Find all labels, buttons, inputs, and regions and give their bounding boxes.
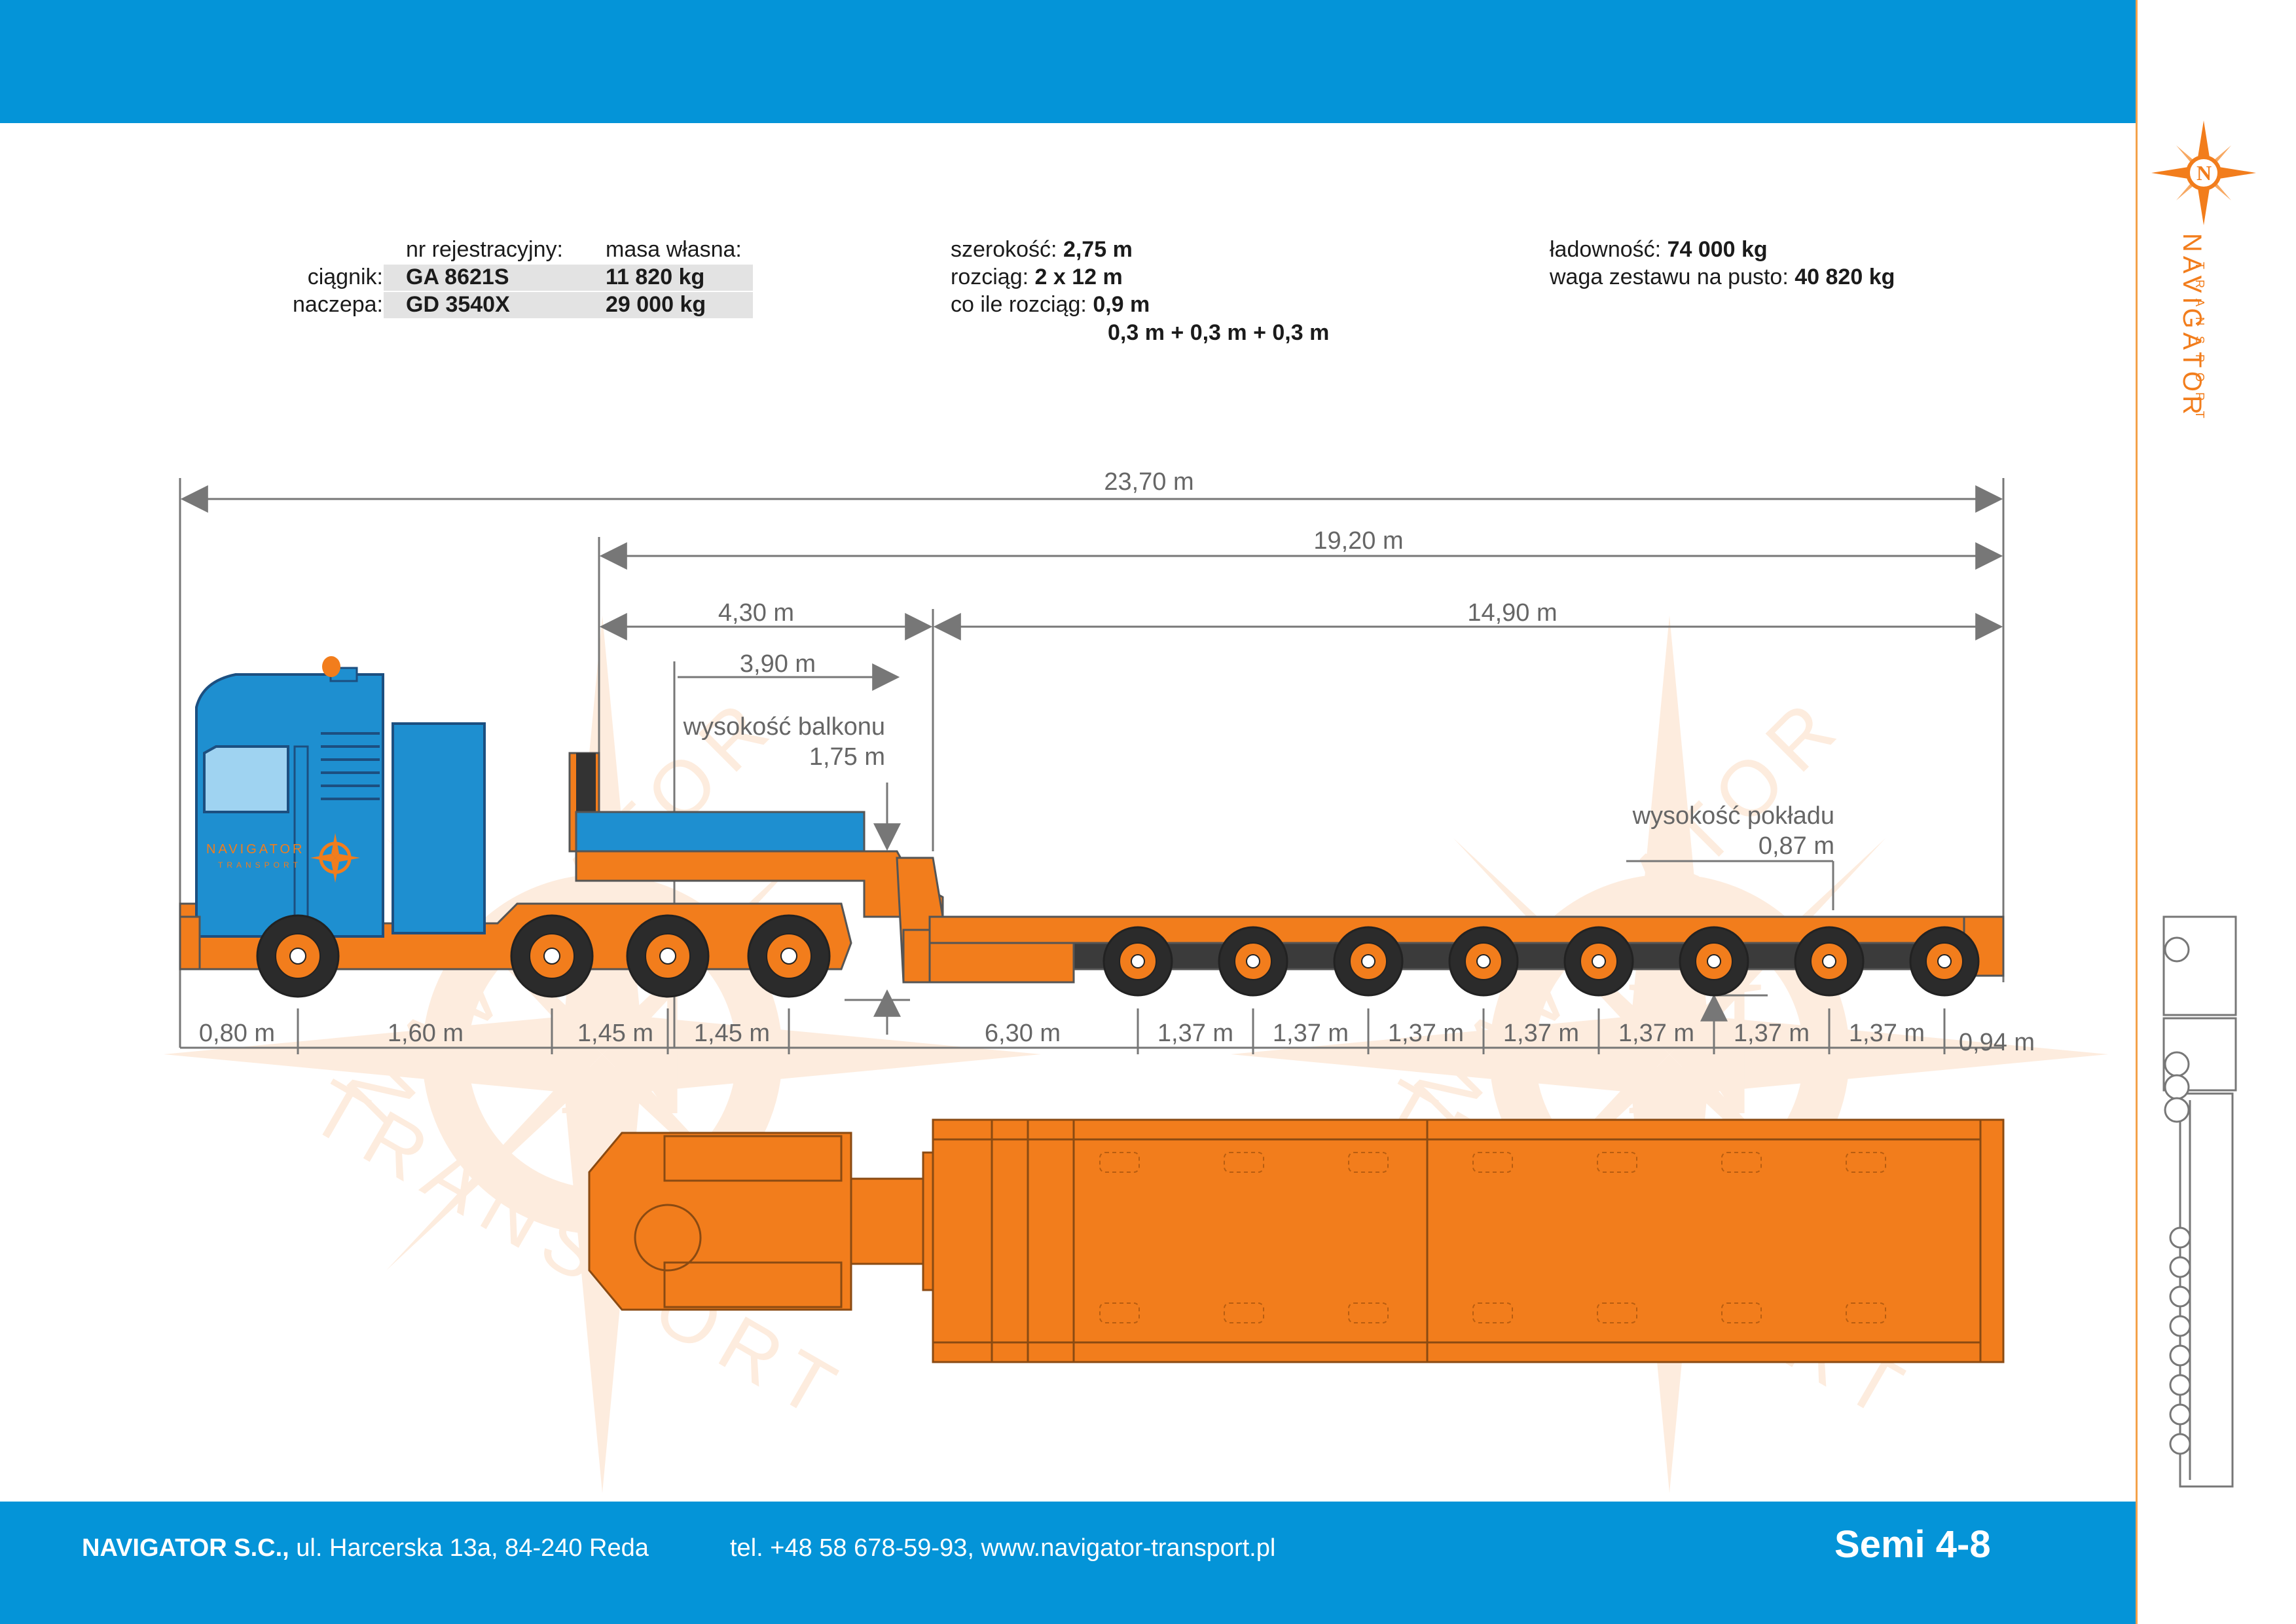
- dim-front-overhang: 0,80 m: [199, 1020, 275, 1047]
- dim-rear-overhang: 0,94 m: [1959, 1029, 2035, 1056]
- bottom-dimension-labels: 0,80 m 1,60 m 1,45 m 1,45 m 6,30 m 1,37 …: [199, 1020, 2035, 1056]
- column-header-registration: nr rejestracyjny:: [406, 237, 563, 262]
- spec-step: co ile rozciąg: 0,9 m: [951, 293, 1150, 316]
- dim-trailer-axle-7: 1,37 m: [1849, 1020, 1925, 1047]
- spec-payload: ładowność: 74 000 kg: [1550, 238, 1768, 261]
- truck-logo-subtext: TRANSPORT: [218, 860, 302, 870]
- sidebar-divider: [2136, 0, 2138, 1624]
- spec-step-label: co ile rozciąg:: [951, 292, 1087, 317]
- dim-balcony-height-value: 1,75 m: [809, 743, 885, 771]
- dim-total-length: 23,70 m: [1104, 468, 1194, 496]
- tractor-registration: GA 8621S: [406, 265, 509, 289]
- dim-trailer-axle-3: 1,37 m: [1388, 1020, 1464, 1047]
- dim-trailer-length: 19,20 m: [1313, 527, 1403, 555]
- spec-width-label: szerokość:: [951, 237, 1057, 262]
- spec-empty-weight: waga zestawu na pusto: 40 820 kg: [1550, 266, 1895, 288]
- dim-tractor-wheelbase: 1,60 m: [388, 1020, 464, 1047]
- trailer-mass: 29 000 kg: [606, 292, 706, 317]
- footer-contact[interactable]: tel. +48 58 678-59-93, www.navigator-tra…: [730, 1534, 1276, 1562]
- spec-empty-weight-value: 40 820 kg: [1795, 265, 1895, 289]
- column-header-mass: masa własna:: [606, 237, 742, 262]
- header-band: [0, 0, 2136, 123]
- spec-extension-value: 2 x 12 m: [1034, 265, 1123, 289]
- dim-deck-height-value: 0,87 m: [1758, 832, 1834, 860]
- top-view: [588, 1118, 2005, 1363]
- top-view-deck-pattern: [1099, 1152, 1886, 1323]
- model-name: Semi 4-8: [1834, 1523, 1991, 1566]
- truck-logo-text: NAVIGATOR: [206, 842, 304, 857]
- footer-company: NAVIGATOR S.C.,: [82, 1534, 289, 1562]
- dim-deck-length: 14,90 m: [1467, 599, 1557, 627]
- spec-step-breakdown: 0,3 m + 0,3 m + 0,3 m: [1108, 320, 1330, 345]
- spec-payload-label: ładowność:: [1550, 237, 1662, 262]
- dim-trailer-axle-4: 1,37 m: [1503, 1020, 1579, 1047]
- spec-extension: rozciąg: 2 x 12 m: [951, 266, 1123, 288]
- row-label-tractor: ciągnik:: [307, 265, 383, 289]
- dim-trailer-axle-2: 1,37 m: [1273, 1020, 1349, 1047]
- tractor-mass: 11 820 kg: [606, 265, 705, 289]
- dimension-lines-top: [179, 478, 2005, 1048]
- spec-width: szerokość: 2,75 m: [951, 238, 1133, 261]
- dim-gooseneck-length: 4,30 m: [718, 599, 794, 627]
- dim-balcony-height-label: wysokość balkonu: [683, 713, 885, 741]
- dim-tractor-axle-2: 1,45 m: [694, 1020, 770, 1047]
- dim-kingpin-to-axle: 6,30 m: [985, 1020, 1061, 1047]
- dim-deck-height-label: wysokość pokładu: [1632, 802, 1834, 830]
- sidebar-vehicle-thumbnail: [2162, 915, 2237, 1488]
- dimension-lines-bottom: [180, 1008, 2003, 1054]
- dim-trailer-axle-5: 1,37 m: [1618, 1020, 1694, 1047]
- trailer-side-view: [568, 752, 2005, 984]
- spec-step-value: 0,9 m: [1093, 292, 1150, 317]
- wheels: [256, 914, 1980, 998]
- spec-width-value: 2,75 m: [1063, 237, 1133, 262]
- row-label-trailer: naczepa:: [293, 292, 383, 317]
- spec-extension-label: rozciąg:: [951, 265, 1029, 289]
- spec-payload-value: 74 000 kg: [1667, 237, 1768, 262]
- truck-compass-icon: [310, 833, 360, 883]
- dim-balcony-length: 3,90 m: [740, 650, 816, 678]
- table-row-bg: [384, 292, 753, 318]
- table-row-bg: [384, 265, 753, 291]
- dim-trailer-axle-6: 1,37 m: [1734, 1020, 1810, 1047]
- dim-tractor-axle-1: 1,45 m: [577, 1020, 653, 1047]
- footer-address: NAVIGATOR S.C., ul. Harcerska 13a, 84-24…: [82, 1536, 649, 1560]
- trailer-registration: GD 3540X: [406, 292, 510, 317]
- dim-trailer-axle-1: 1,37 m: [1157, 1020, 1233, 1047]
- footer-street: ul. Harcerska 13a, 84-240 Reda: [289, 1534, 649, 1562]
- spec-empty-weight-label: waga zestawu na pusto:: [1550, 265, 1789, 289]
- footer-band: [0, 1502, 2136, 1624]
